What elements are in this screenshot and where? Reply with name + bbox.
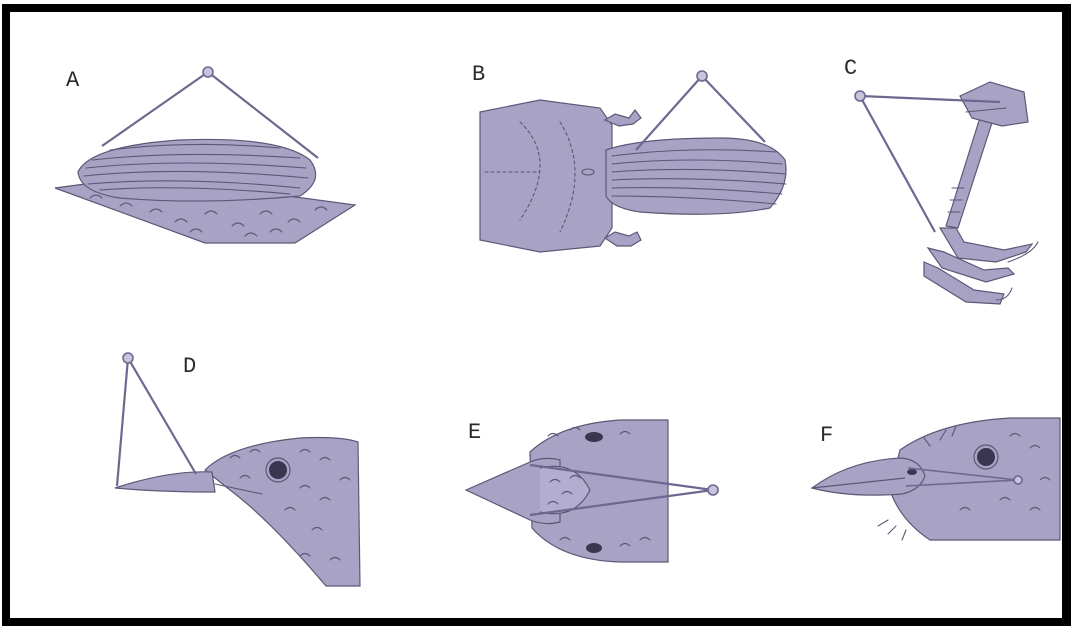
- wing-measurement-illustration: [55, 67, 355, 243]
- bill-width-measurement-illustration: [466, 420, 718, 562]
- culmen-measurement-illustration: [115, 353, 360, 586]
- bill-nares-measurement-illustration: [812, 418, 1060, 540]
- tail-measurement-illustration: [480, 71, 786, 252]
- tarsus-measurement-illustration: [855, 82, 1038, 304]
